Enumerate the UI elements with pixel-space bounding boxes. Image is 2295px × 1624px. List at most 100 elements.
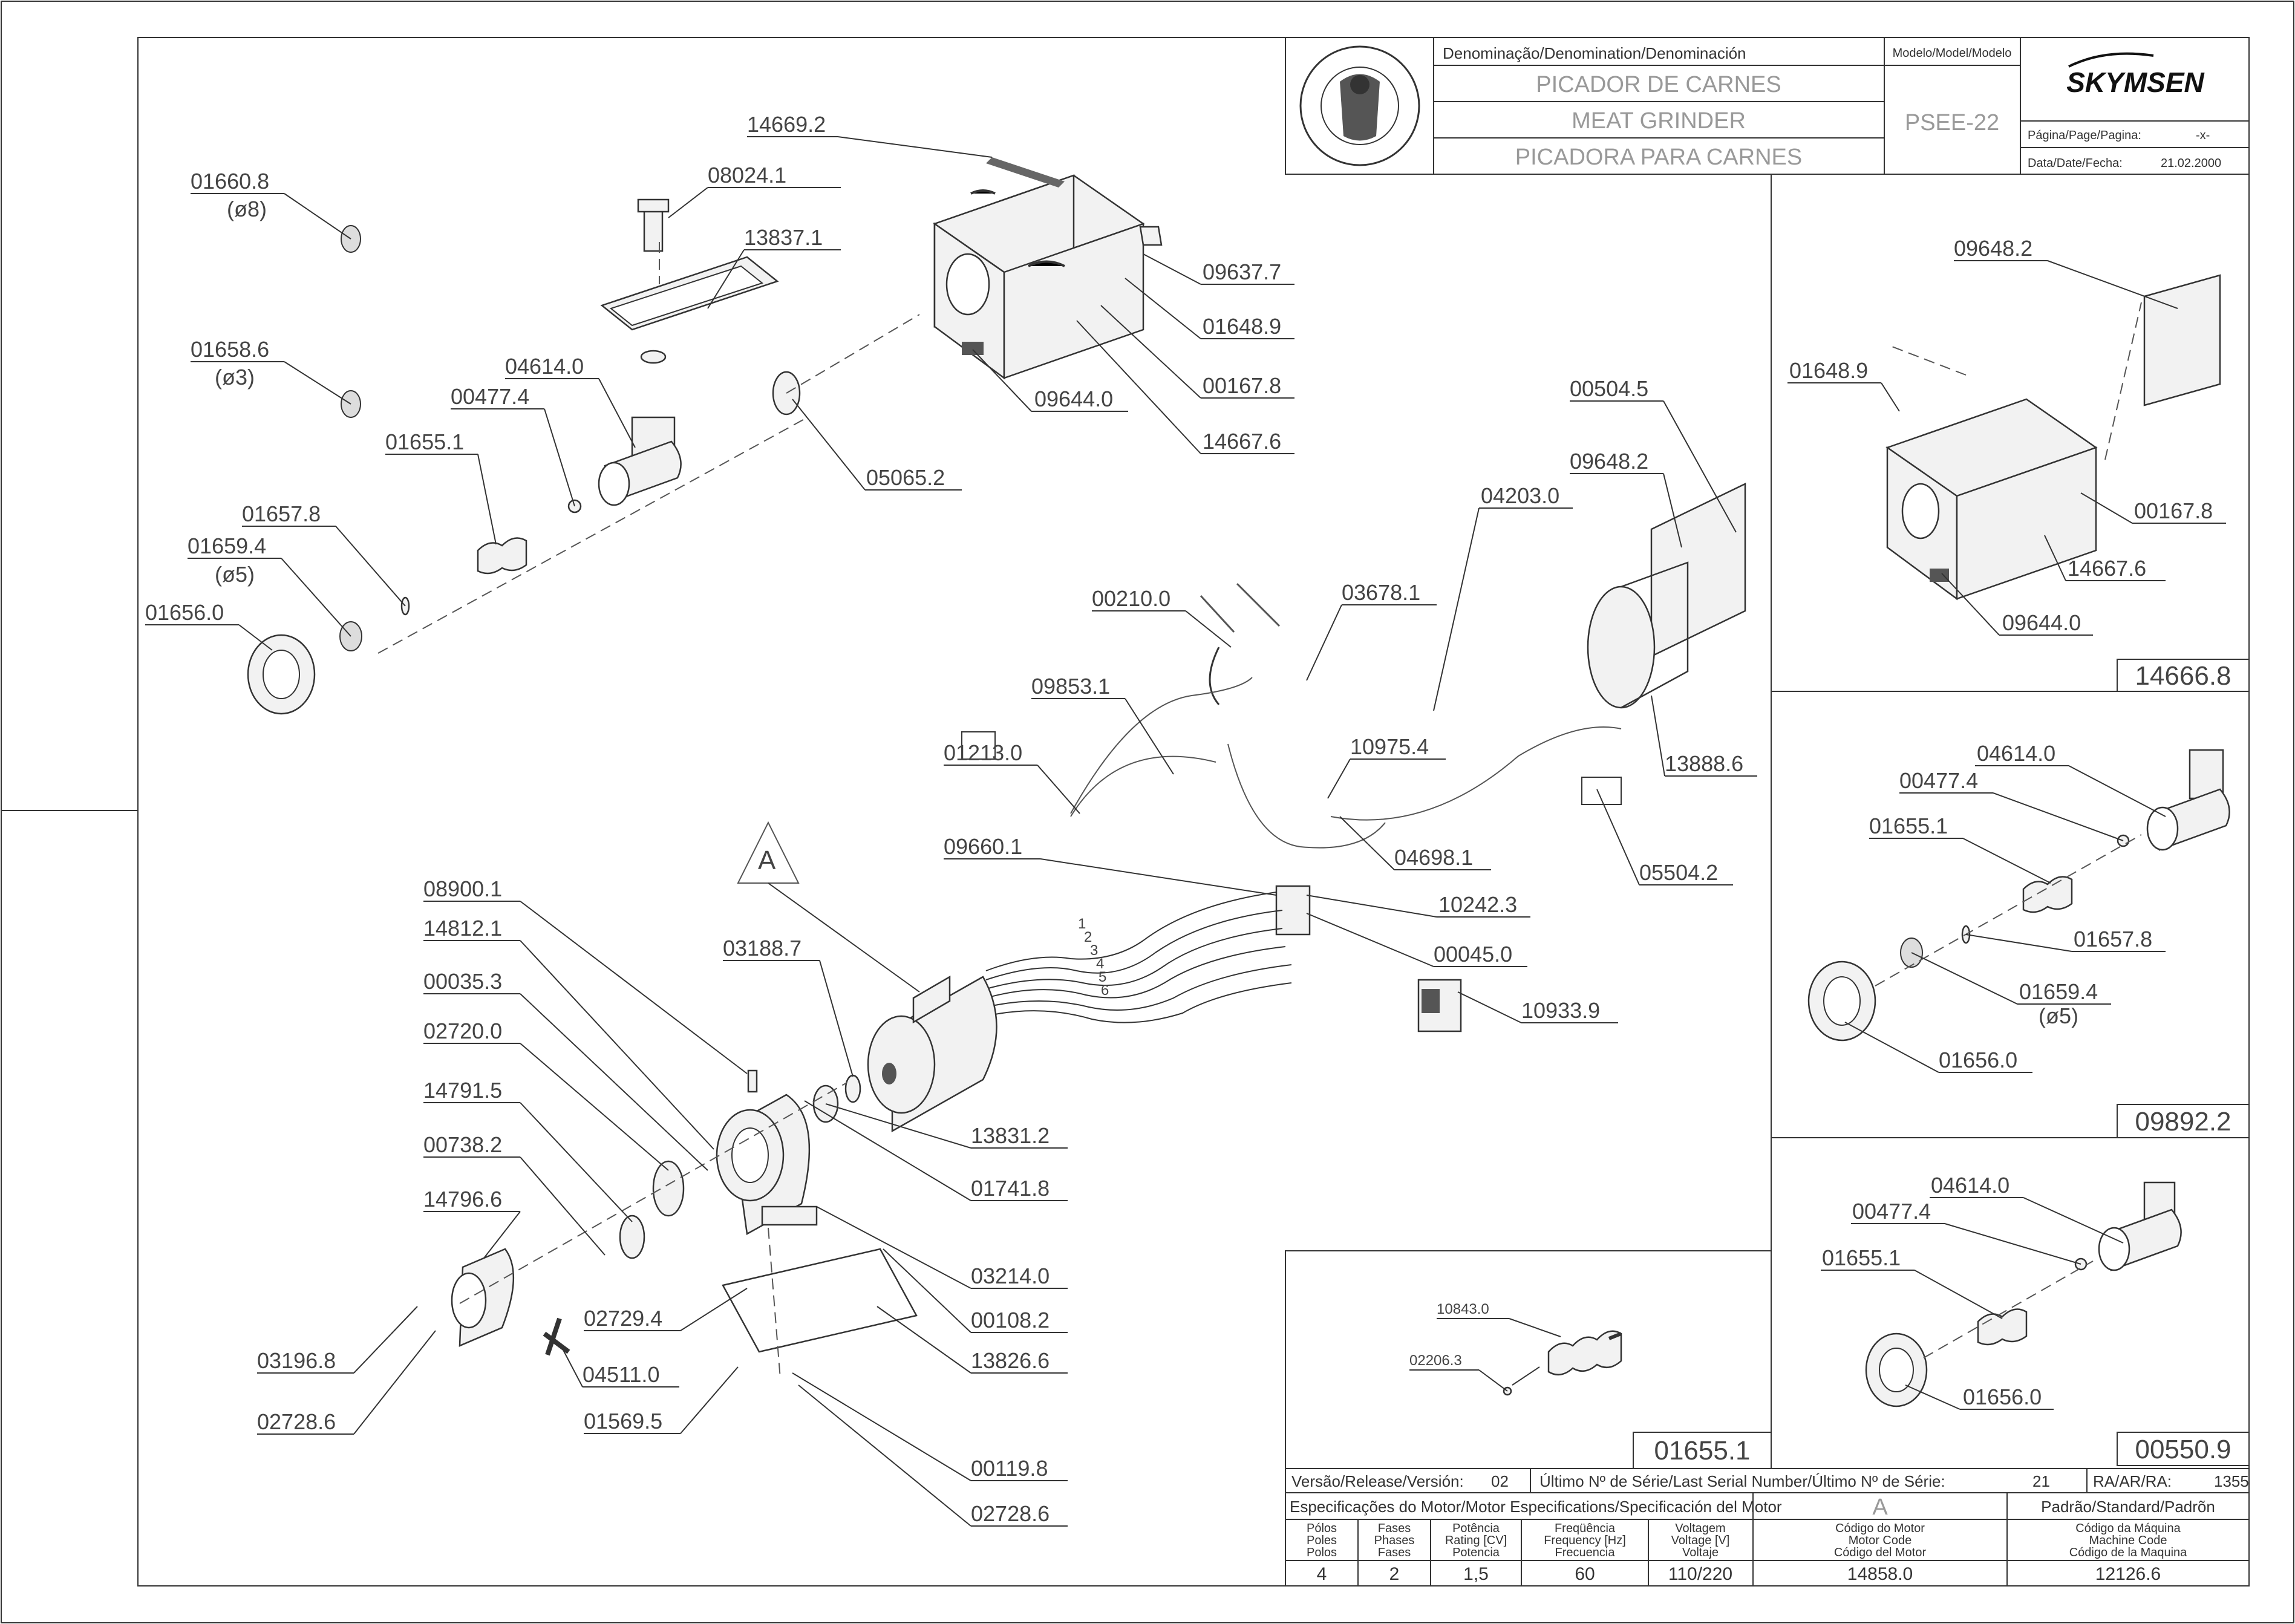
leader-line xyxy=(707,249,745,309)
part-label: 13826.6 xyxy=(971,1348,1050,1373)
spec-column-header: Fases xyxy=(1378,1522,1411,1535)
leader-line xyxy=(335,526,406,607)
leader-line xyxy=(1914,1270,2003,1319)
spec-column-header: Potência xyxy=(1452,1522,1500,1535)
spec-column-header: Voltagem xyxy=(1675,1522,1725,1535)
part-label: 00167.8 xyxy=(2134,498,2213,523)
spec-column-header: Frequency [Hz] xyxy=(1544,1534,1626,1547)
part-label: 01648.9 xyxy=(1789,358,1868,383)
model-value: PSEE-22 xyxy=(1905,110,1999,135)
part-label: 03214.0 xyxy=(971,1264,1050,1288)
leader-line xyxy=(1037,765,1080,814)
part-label: (ø8) xyxy=(227,197,267,221)
leader-line xyxy=(1596,789,1640,885)
part-label: 01656.0 xyxy=(1963,1384,2042,1409)
part-label: 01656.0 xyxy=(1939,1048,2017,1072)
part-label: 10242.3 xyxy=(1438,892,1517,917)
part-label: 01659.4 xyxy=(188,533,266,558)
leader-line xyxy=(2080,492,2133,524)
spec-value: 2 xyxy=(1389,1564,1400,1584)
part-label: 04698.1 xyxy=(1394,845,1473,870)
part-label: 14667.6 xyxy=(2068,556,2146,581)
part-label: 13888.6 xyxy=(1665,751,1743,776)
part-label: 01658.6 xyxy=(191,337,269,362)
part-label: 02720.0 xyxy=(423,1019,502,1043)
date-label: Data/Date/Fecha: xyxy=(2028,157,2123,170)
leader-line xyxy=(1944,1223,2081,1265)
detail-housing-code: 14666.8 xyxy=(2135,661,2231,691)
wire-number: 2 xyxy=(1084,929,1092,945)
part-label: 13831.2 xyxy=(971,1123,1050,1148)
leader-line xyxy=(1962,838,2051,884)
spec-value: 1,5 xyxy=(1463,1564,1489,1584)
leader-line xyxy=(1040,858,1277,896)
part-label: 05504.2 xyxy=(1639,860,1718,885)
motor-spec-label: Especificações do Motor/Motor Especifica… xyxy=(1290,1498,1782,1516)
part-label: 02728.6 xyxy=(257,1409,336,1434)
detail-worm xyxy=(1503,1330,1622,1396)
part-label: 02728.6 xyxy=(971,1501,1050,1526)
leader-line xyxy=(1881,382,1900,412)
part-label: 00477.4 xyxy=(451,384,529,409)
spec-column-header: Código de la Maquina xyxy=(2069,1546,2187,1559)
model-header: Modelo/Model/Modelo xyxy=(1893,47,2012,60)
detail-housing xyxy=(1885,274,2221,601)
leader-line xyxy=(1306,604,1342,681)
part-label: 09648.2 xyxy=(1570,449,1648,474)
grinder-head-main xyxy=(247,198,801,715)
part-label: 01656.0 xyxy=(145,600,224,625)
part-label: 14669.2 xyxy=(747,112,826,137)
part-label: 00167.8 xyxy=(1203,373,1281,398)
leader-line xyxy=(353,1306,418,1374)
part-label: 00738.2 xyxy=(423,1132,502,1157)
leader-line xyxy=(816,1206,971,1289)
part-label: 10975.4 xyxy=(1350,734,1429,759)
page-label: Página/Page/Pagina: xyxy=(2028,129,2141,142)
spec-value: 60 xyxy=(1575,1564,1595,1584)
wire-number: 1 xyxy=(1078,916,1086,932)
leader-line xyxy=(1100,305,1201,399)
spec-column-header: Código del Motor xyxy=(1834,1546,1927,1559)
title-block: Denominação/Denomination/Denominación PI… xyxy=(1285,37,2250,175)
leader-line xyxy=(1076,320,1201,454)
leader-line xyxy=(2047,260,2178,309)
name-es: PICADORA PARA CARNES xyxy=(1515,145,1802,170)
leader-line xyxy=(520,940,714,1150)
serial-label: Último Nº de Série/Last Serial Number/Úl… xyxy=(1539,1472,1945,1490)
version-value: 02 xyxy=(1491,1472,1509,1490)
part-label: 03188.7 xyxy=(723,936,801,960)
spec-column-header: Fases xyxy=(1378,1546,1411,1559)
part-label: 01655.1 xyxy=(1822,1245,1901,1270)
spec-column-header: Frecuencia xyxy=(1555,1546,1616,1559)
name-pt: PICADOR DE CARNES xyxy=(1536,72,1781,97)
part-label: 01655.1 xyxy=(385,429,464,454)
part-label: 09660.1 xyxy=(944,834,1022,859)
part-label: 00035.3 xyxy=(423,969,502,994)
leader-line xyxy=(562,1348,583,1388)
motor-spec-table: Versão/Release/Versión: 02 Último Nº de … xyxy=(1285,1468,2250,1586)
part-label: 04203.0 xyxy=(1481,483,1559,508)
part-label: 00504.5 xyxy=(1570,376,1648,401)
serial-value: 21 xyxy=(2032,1472,2050,1490)
leader-line xyxy=(1339,816,1395,870)
leader-line xyxy=(1478,1369,1508,1392)
part-label: 08900.1 xyxy=(423,876,502,901)
leader-line xyxy=(1306,895,1437,918)
spec-column-header: Poles xyxy=(1307,1534,1337,1547)
leader-line xyxy=(680,1366,739,1434)
wire-number: 3 xyxy=(1090,942,1098,959)
part-label: 14812.1 xyxy=(423,916,502,941)
version-label: Versão/Release/Versión: xyxy=(1291,1472,1464,1490)
page-value: -x- xyxy=(2196,129,2210,142)
part-label: 04511.0 xyxy=(583,1362,659,1387)
part-label: 04614.0 xyxy=(1931,1173,2009,1198)
spec-column-header: Polos xyxy=(1307,1546,1337,1559)
leader-line xyxy=(877,1306,971,1374)
wire-number: 6 xyxy=(1101,982,1109,999)
leader-line xyxy=(1327,758,1351,799)
leader-line xyxy=(281,558,351,637)
leader-line xyxy=(972,349,1032,412)
leader-line xyxy=(1509,1318,1561,1337)
leader-line xyxy=(520,993,708,1171)
